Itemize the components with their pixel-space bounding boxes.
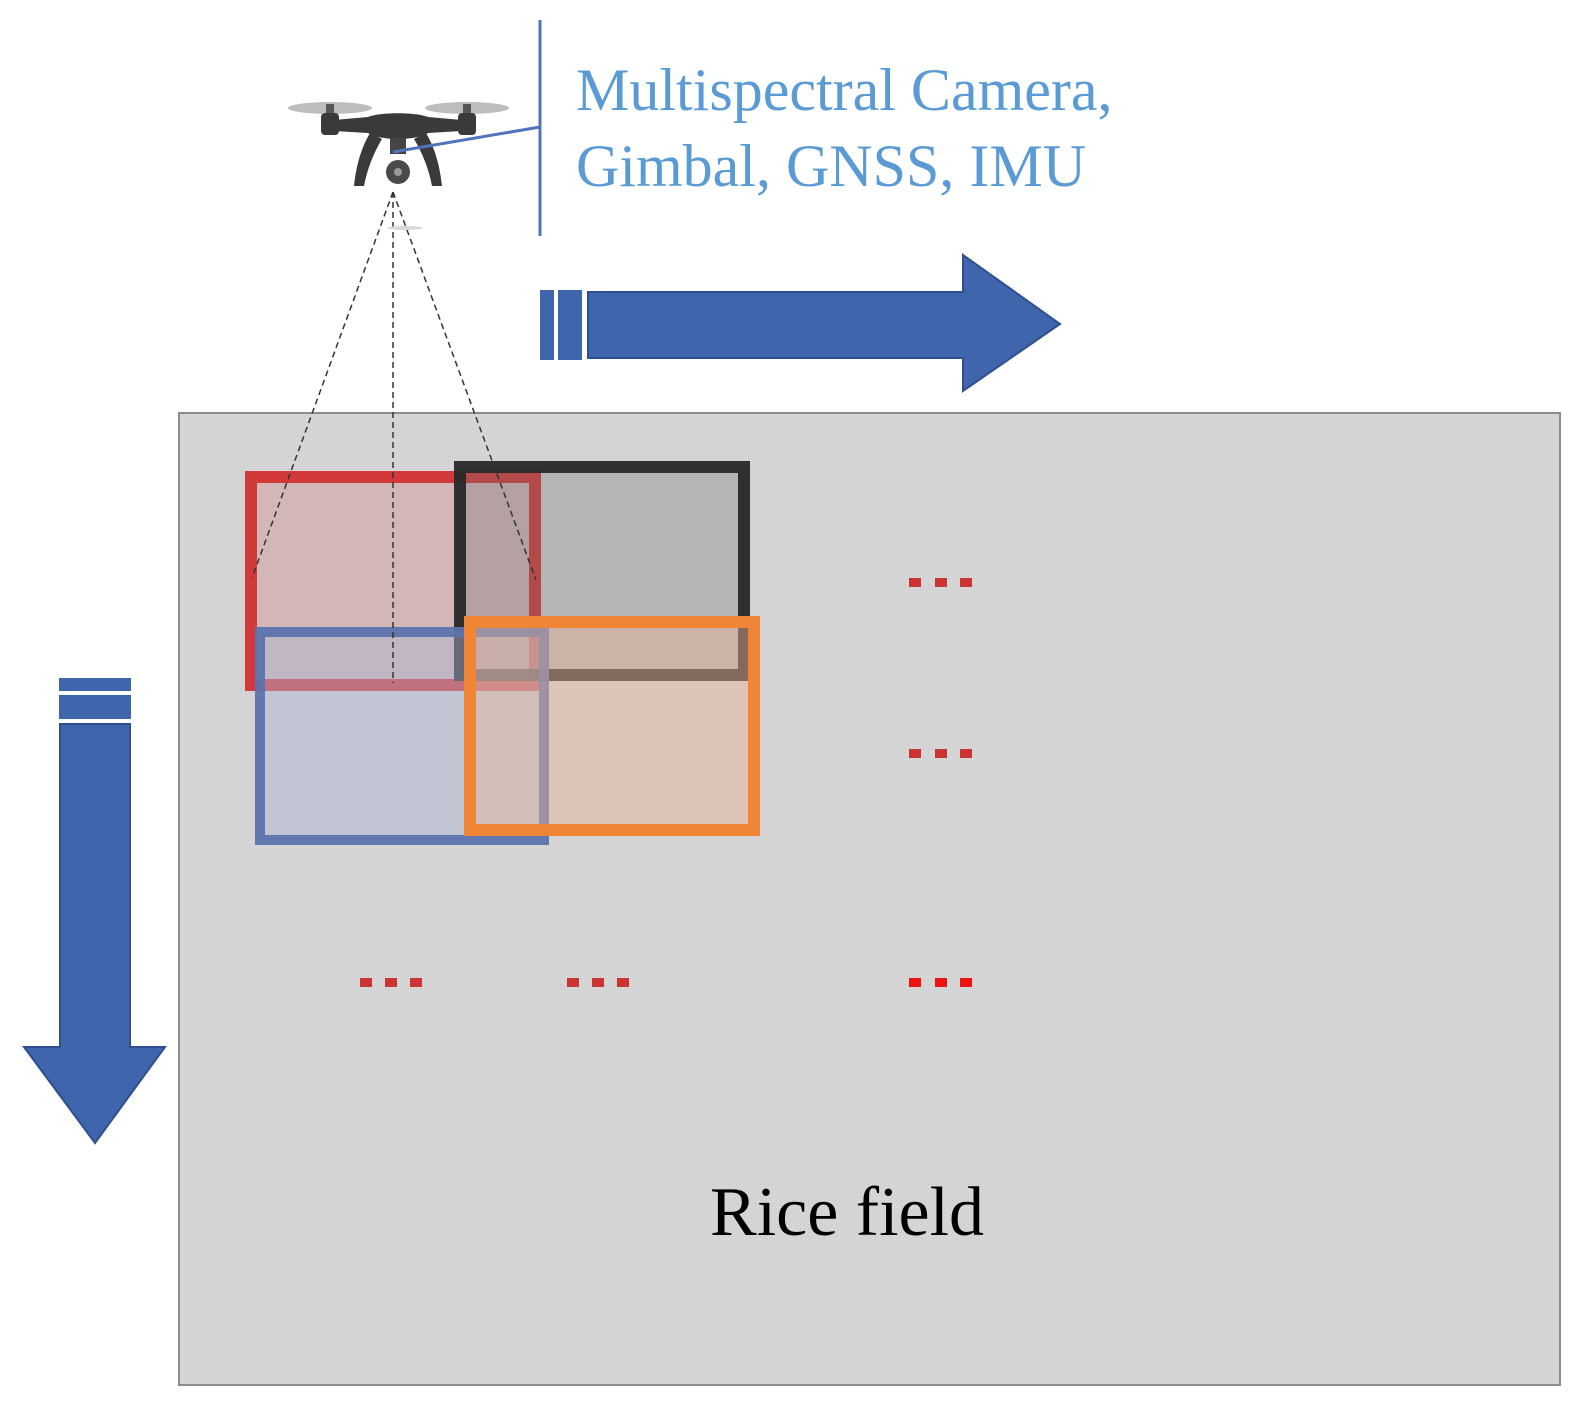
ellipsis-marker-row2 bbox=[909, 749, 972, 758]
ellipsis-markers bbox=[360, 578, 972, 987]
ellipsis-marker-bottom-mid bbox=[567, 978, 629, 987]
image-footprint-4 bbox=[464, 616, 760, 836]
ellipsis-marker-bottom-left bbox=[360, 978, 422, 987]
image-footprint-3 bbox=[255, 627, 549, 845]
camera-view-lines bbox=[251, 191, 537, 683]
equipment-callout bbox=[392, 20, 542, 236]
image-footprint-2 bbox=[454, 461, 750, 681]
rice-field-area bbox=[178, 412, 1561, 1386]
arrow-down-icon bbox=[22, 678, 167, 1145]
equipment-label-line1: Multispectral Camera, bbox=[576, 57, 1113, 123]
drone-icon bbox=[288, 102, 509, 230]
ellipsis-marker-row1 bbox=[909, 578, 972, 587]
rice-field-label: Rice field bbox=[710, 1174, 985, 1251]
arrow-right-icon bbox=[540, 253, 1062, 393]
equipment-label-line2: Gimbal, GNSS, IMU bbox=[576, 133, 1087, 199]
ellipsis-marker-bottom-right bbox=[909, 978, 972, 987]
